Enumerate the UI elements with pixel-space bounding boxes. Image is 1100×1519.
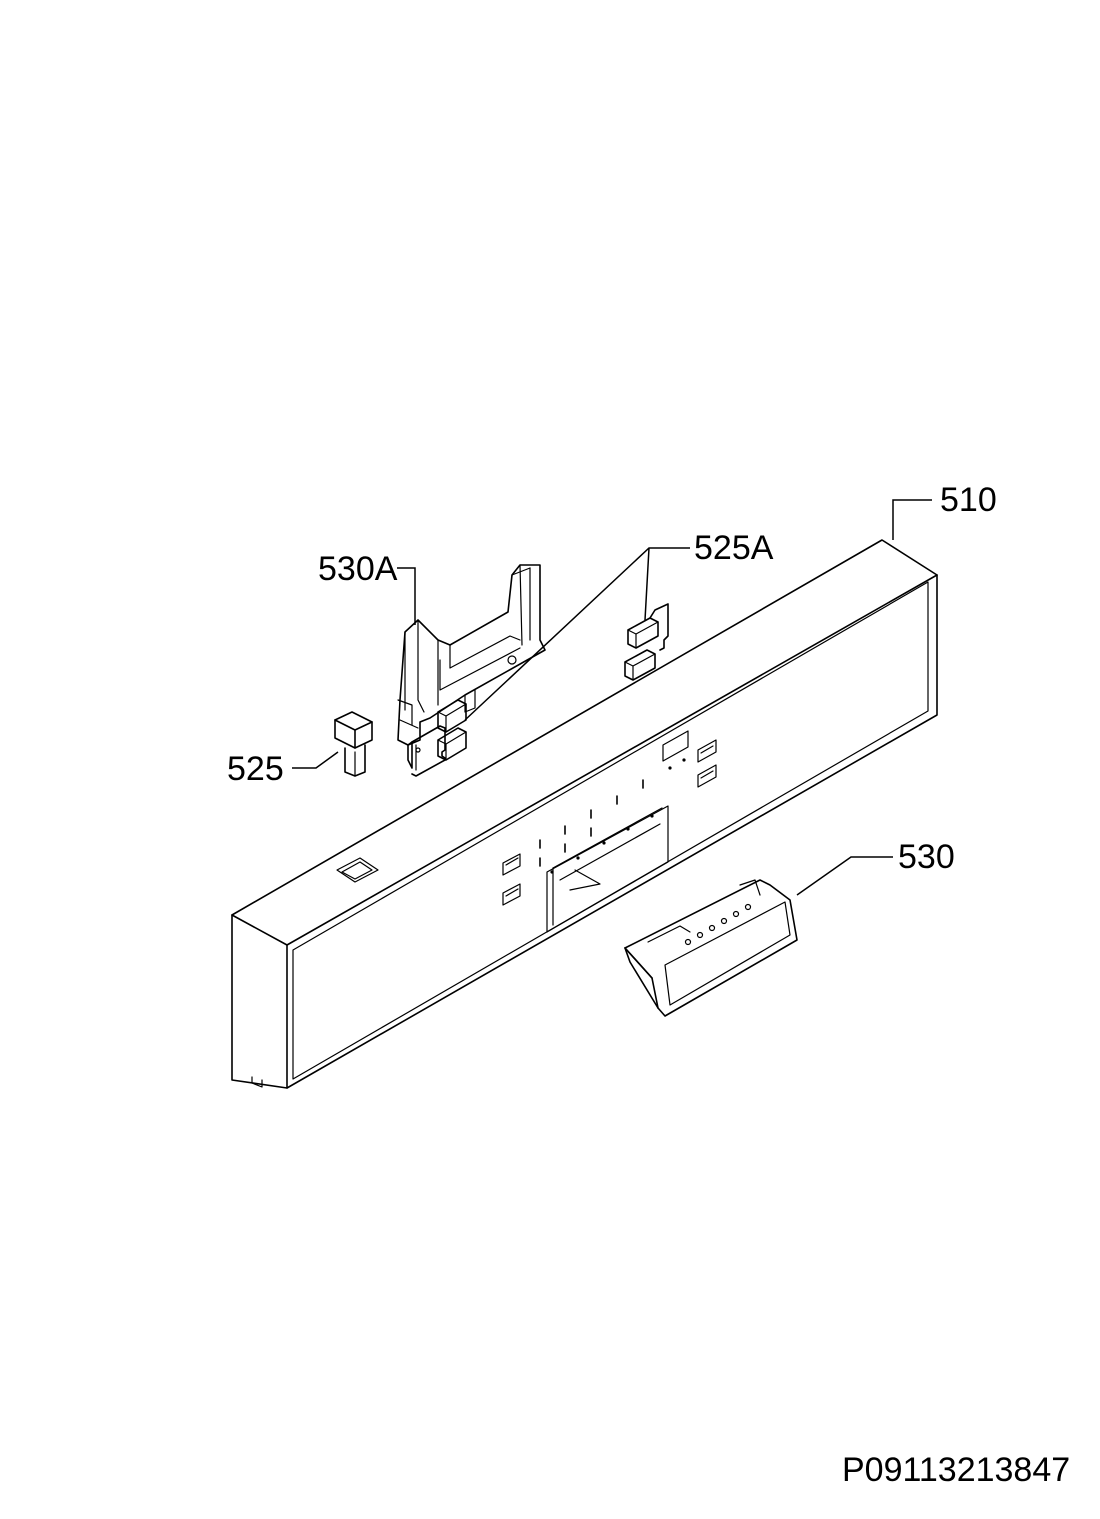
leader-510 [892,499,932,540]
part-530-housing [624,879,798,1017]
leader-lines [292,499,932,896]
part-525A-holder-right [624,603,669,681]
part-530A-bracket [397,564,546,746]
callout-525: 525 [227,750,284,788]
callout-530A: 530A [318,550,398,588]
leader-530 [796,856,893,896]
callout-530: 530 [898,838,955,876]
part-510-control-panel [231,539,938,1089]
leader-525 [292,751,339,769]
drawing-code: P09113213847 [842,1451,1070,1489]
leader-530A [397,567,416,625]
part-525A-holder-left [407,699,467,777]
part-525-push-button [334,711,373,777]
callout-510: 510 [940,481,997,519]
leader-525A [464,547,690,721]
callout-525A: 525A [694,529,774,567]
